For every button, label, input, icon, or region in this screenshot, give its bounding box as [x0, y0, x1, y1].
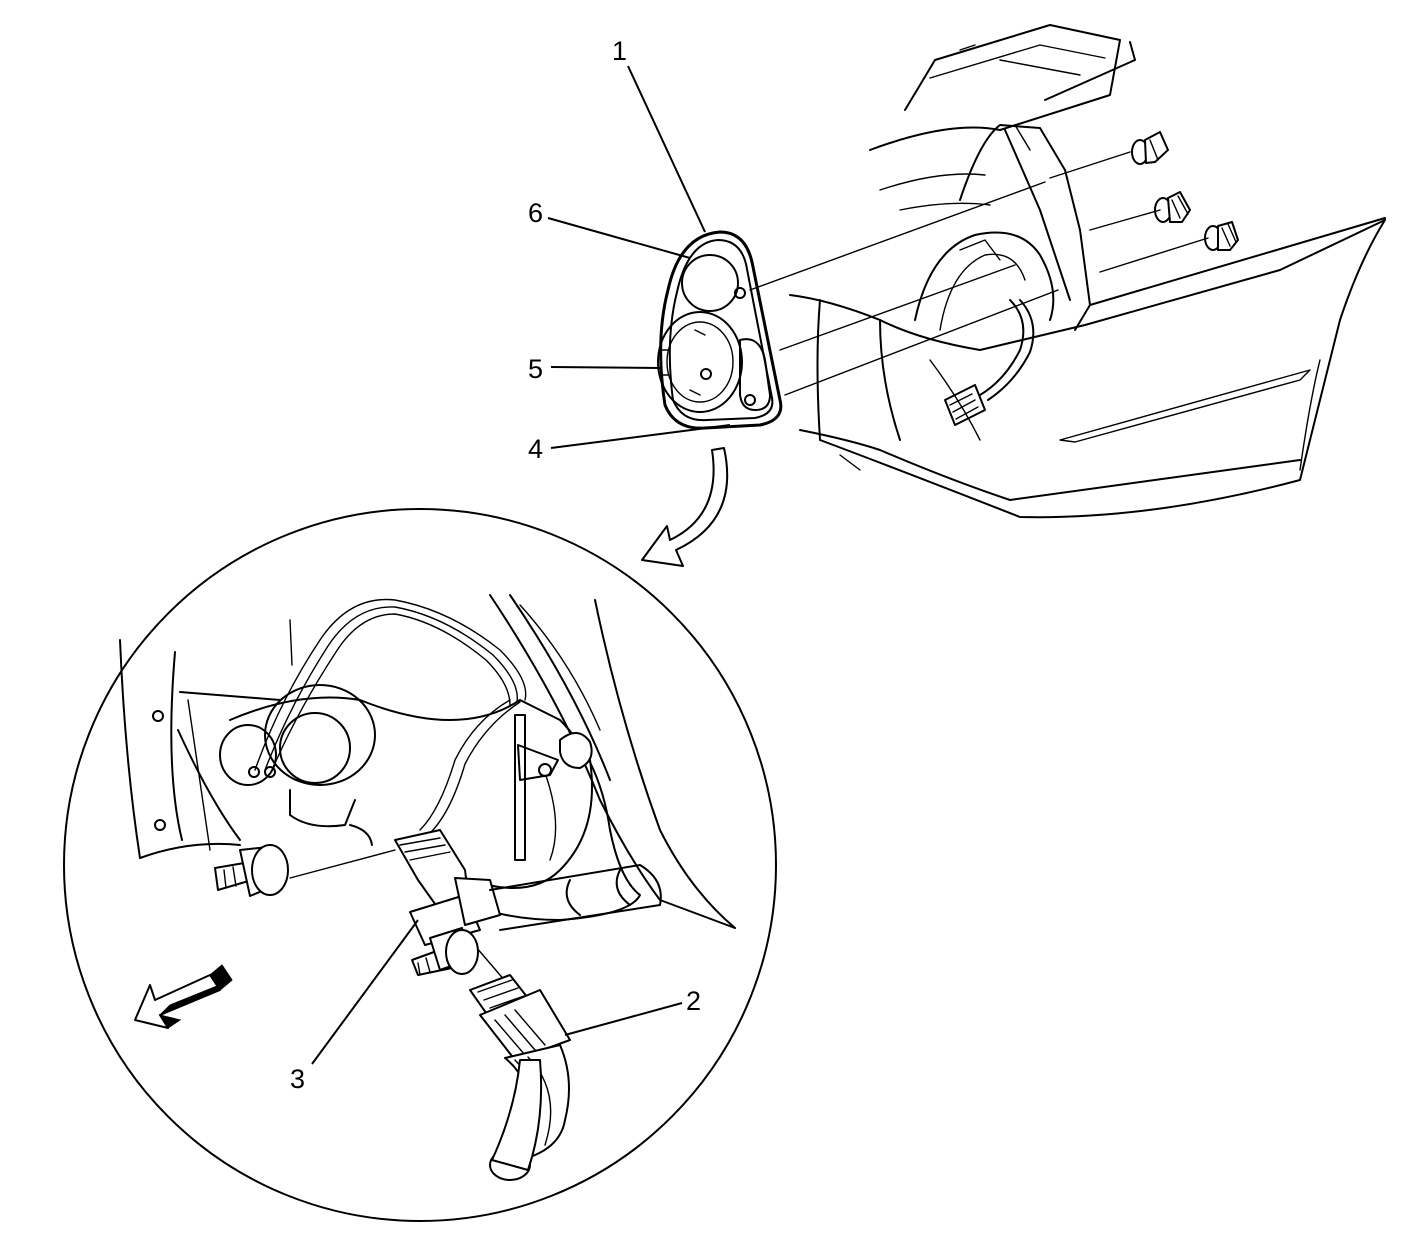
- detail-view: [63, 508, 777, 1222]
- push-in-retainer: [1154, 191, 1191, 223]
- callout-3: 3: [290, 1064, 305, 1094]
- tail-lamp-assembly: [657, 230, 783, 430]
- callout-2: 2: [686, 986, 701, 1016]
- curved-arrow-icon: [641, 447, 729, 567]
- forward-direction-arrow-icon: [134, 964, 233, 1029]
- callout-6: 6: [528, 198, 543, 228]
- callout-5: 5: [528, 354, 543, 384]
- push-in-retainer: [1131, 131, 1169, 165]
- callout-1: 1: [612, 36, 627, 66]
- callout-leaders: [311, 65, 731, 1065]
- alignment-lines: [749, 151, 1209, 396]
- push-in-retainer: [1204, 221, 1239, 251]
- callout-4: 4: [528, 434, 543, 464]
- vehicle-rear-quarter: [789, 24, 1386, 519]
